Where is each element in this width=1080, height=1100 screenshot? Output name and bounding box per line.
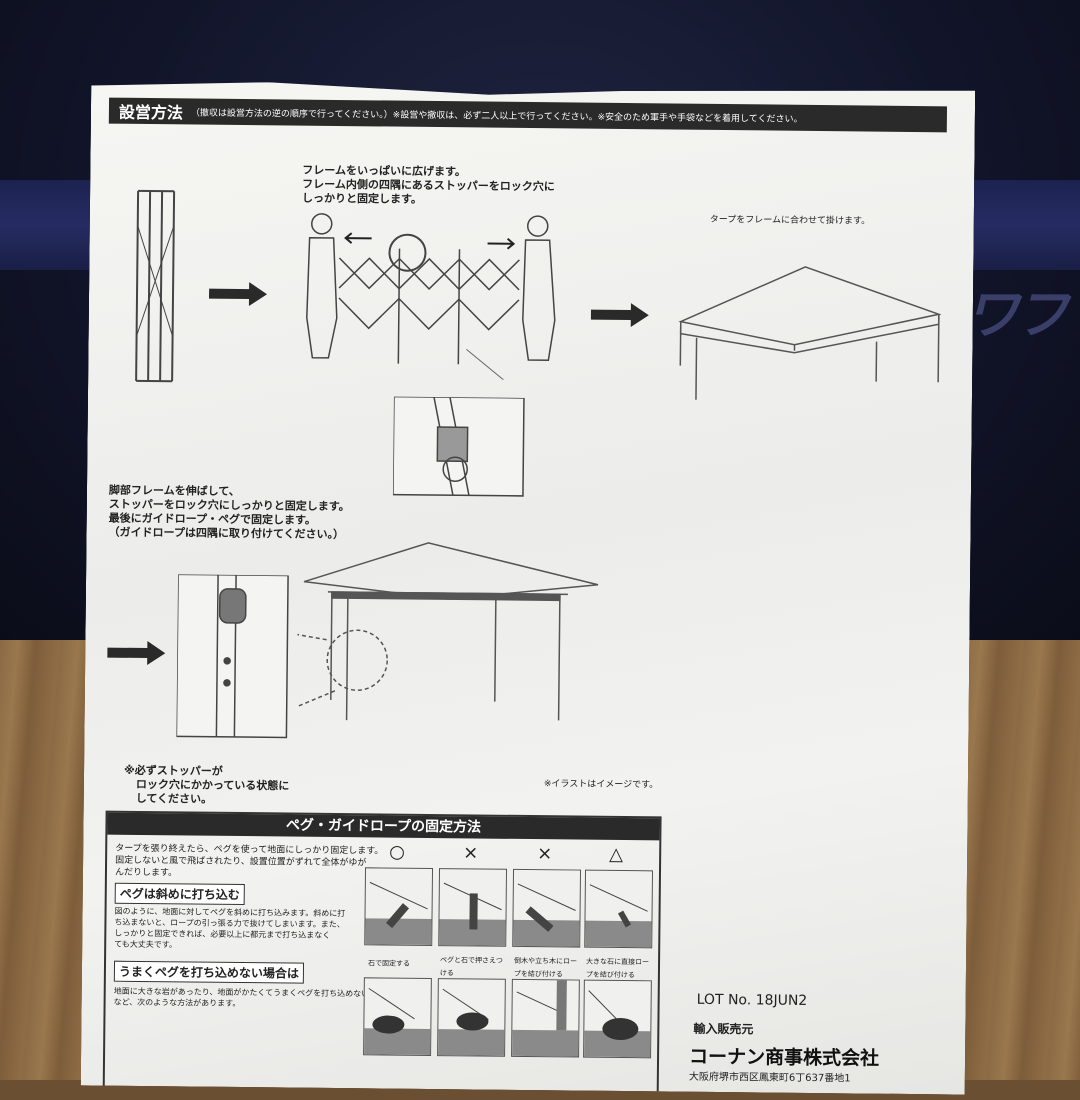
expanding-frame-illustration [298,208,570,381]
step3-line2: ストッパーをロック穴にしっかりと固定します。 [109,498,350,514]
stopper-note-line3: してください。 [136,792,212,806]
symbol-triangle: △ [609,844,623,865]
setup-header: 設営方法 （撤収は設営方法の逆の順序で行ってください。）※設営や撤収は、必ず二人… [109,98,947,133]
arrow-right-icon [591,303,651,328]
arrow-right-icon [107,641,167,666]
step3-line3: 最後にガイドロープ・ペグで固定します。 [109,512,316,527]
step1-line2: フレーム内側の四隅にあるストッパーをロック穴に [302,178,555,194]
company-address: 大阪府堺市西区鳳東町6丁637番地1 [689,1068,851,1085]
peg-body2-line2: など、次のような方法があります。 [114,996,241,1010]
canopy-illustration [676,260,948,413]
stopper-note-line1: ※必ずストッパーが [124,764,223,778]
lot-number: LOT No. 18JUN2 [697,992,808,1009]
seller-label: 輸入販売元 [693,1020,753,1038]
peg-diagram-shallow [584,870,653,949]
peg-guide-rope-section: ペグ・ガイドロープの固定方法 タープを張り終えたら、ペグを使って地面にしっかり固… [103,811,662,1097]
peg-intro-line3: んだりします。 [115,867,177,881]
bag-logo-text: ワフ [965,270,1065,349]
leg-stopper-detail-illustration [176,574,290,739]
setup-note: （撤収は設営方法の逆の順序で行ってください。）※設営や撤収は、必ず二人以上で行っ… [191,105,803,124]
folded-frame-illustration [128,186,180,387]
method-label-stone: 石で固定する [368,957,410,970]
company-name: コーナン商事株式会社 [689,1042,879,1071]
method-label-peg-stone: ペグと石で押さえつける [440,954,506,981]
peg-diagram-angled [364,867,433,946]
arrow-right-icon [209,282,269,307]
method-diagram-peg-stone [437,978,506,1057]
method-diagram-big-stone [583,980,652,1059]
instruction-sheet: 設営方法 （撤収は設営方法の逆の順序で行ってください。）※設営や撤収は、必ず二人… [81,75,976,1094]
stopper-note-line2: ロック穴にかかっている状態に [136,778,290,793]
method-diagram-stone [363,977,432,1056]
step1-line3: しっかりと固定します。 [302,192,422,206]
step1-line1: フレームをいっぱいに広げます。 [302,164,466,179]
symbol-cross: × [463,842,478,863]
symbol-circle: ○ [389,842,405,863]
canopy-with-legs-illustration [296,540,608,733]
peg-body1-line4: ても大丈夫です。 [114,938,177,952]
peg-section-title: ペグ・ガイドロープの固定方法 [107,813,659,841]
setup-title: 設営方法 [119,99,183,124]
symbol-cross: × [537,843,552,864]
peg-diagram-vertical [438,868,507,947]
method-label-tree: 倒木や立ち木にロープを結び付ける [514,955,580,982]
illustration-note: ※イラストはイメージです。 [544,778,658,792]
step3-line1: 脚部フレームを伸ばして、 [109,484,240,498]
method-diagram-tree [511,979,580,1058]
peg-subhead-difficult: うまくペグを打ち込めない場合は [114,961,304,984]
method-label-big-stone: 大きな石に直接ロープを結び付ける [586,956,652,983]
stopper-detail-illustration [393,397,526,498]
step2-text: タープをフレームに合わせて掛けます。 [710,214,870,229]
peg-subhead-angle: ペグは斜めに打ち込む [115,883,245,905]
peg-diagram-wrong-angle [512,869,581,948]
